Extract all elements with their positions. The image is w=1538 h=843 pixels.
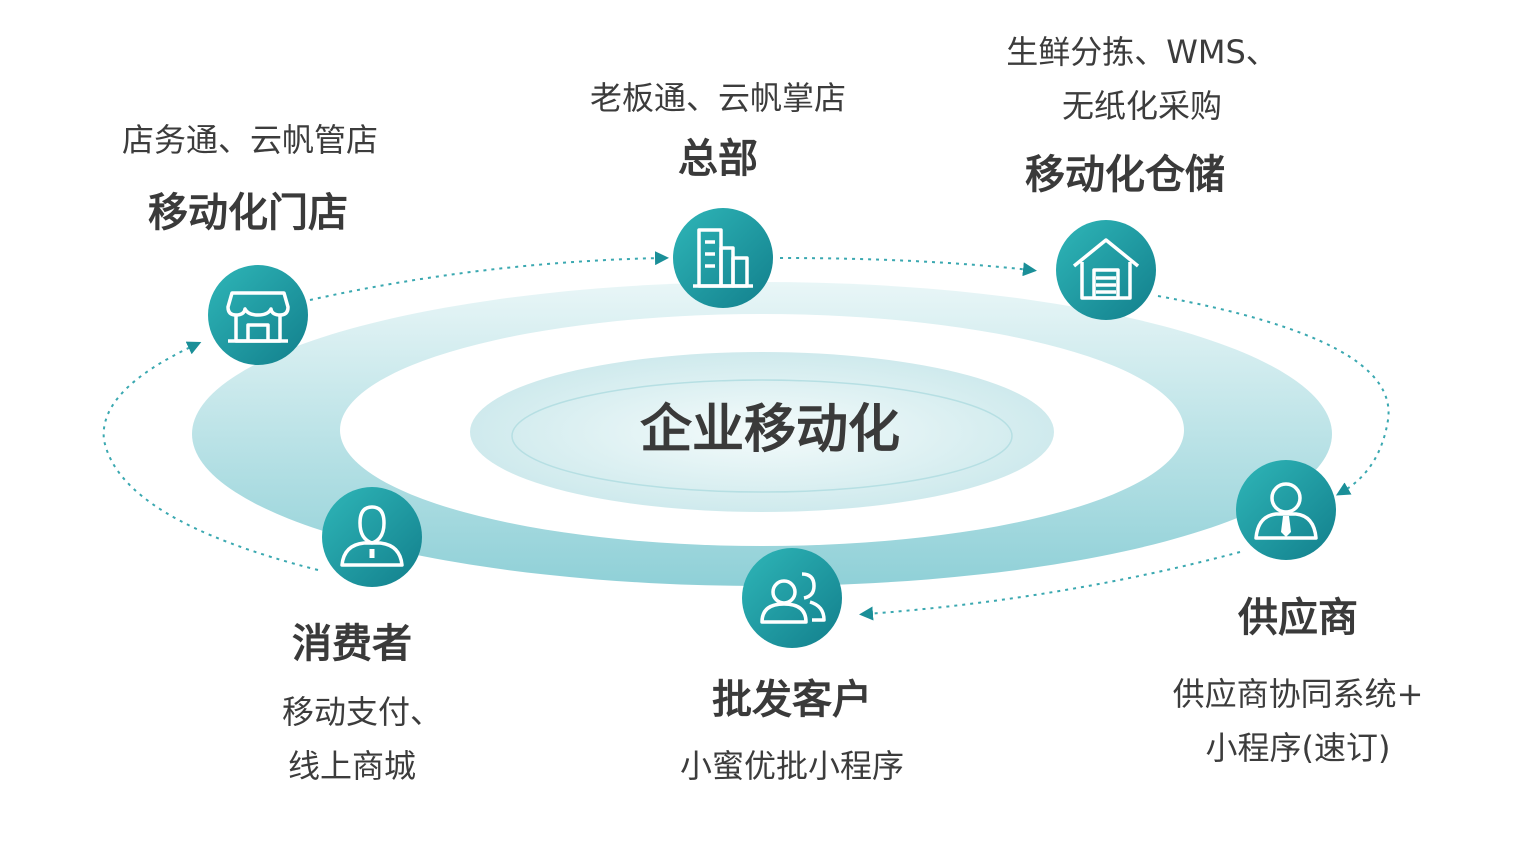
inner-ellipse-outline [511,379,1013,493]
person-icon [322,487,422,587]
supplier-subtitle-line1: 供应商协同系统+ [1172,675,1424,713]
warehouse-title: 移动化仓储 [1025,152,1225,198]
wholesale-title: 批发客户 [712,677,872,723]
supplier-person-icon [1236,460,1336,560]
consumer-subtitle-line1: 移动支付、 [281,693,443,731]
store-title: 移动化门店 [148,190,348,236]
warehouse-subtitle-line2: 无纸化采购 [1061,87,1223,125]
inner-ellipse [470,352,1054,512]
wholesale-subtitle: 小蜜优批小程序 [679,747,905,785]
supplier-title: 供应商 [1238,595,1358,641]
hq-title: 总部 [678,136,758,182]
center-title: 企业移动化 [639,400,901,460]
supplier-subtitle-line2: 小程序(速订) [1205,729,1391,767]
group-people-icon [742,548,842,648]
arrow-supplier-to-wholesale [859,551,1241,621]
building-icon [673,208,773,308]
arrow-hq-to-warehouse [779,257,1037,277]
hq-subtitle: 老板通、云帆掌店 [589,79,847,117]
arrow-warehouse-to-supplier [1157,295,1390,496]
store-subtitle: 店务通、云帆管店 [121,121,379,159]
consumer-title: 消费者 [292,621,412,667]
warehouse-subtitle-line1: 生鲜分拣、WMS、 [1006,33,1278,71]
warehouse-icon [1056,220,1156,320]
consumer-subtitle-line2: 线上商城 [287,747,417,785]
store-icon [208,265,308,365]
